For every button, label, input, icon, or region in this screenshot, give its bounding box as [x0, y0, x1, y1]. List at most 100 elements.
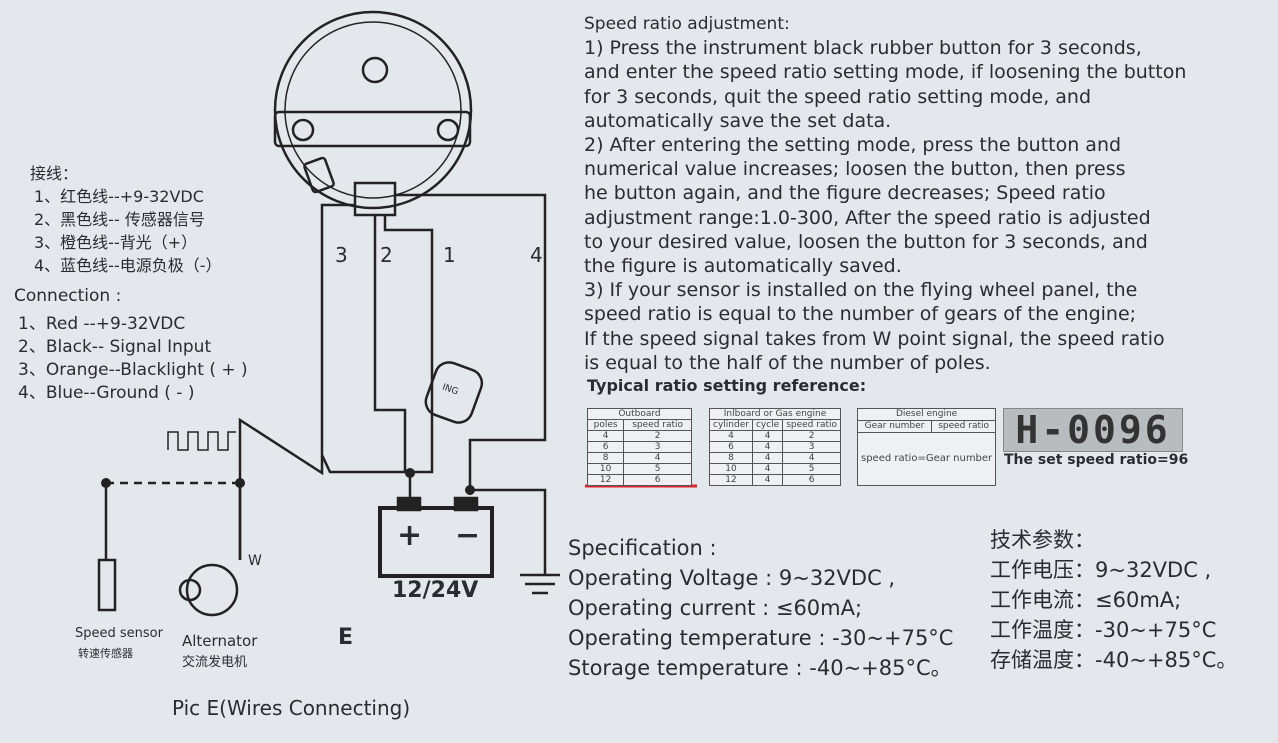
adjustment-title: Speed ratio adjustment:	[584, 14, 790, 34]
spec-en-title: Specification :	[568, 536, 717, 560]
wire-number: 4	[530, 243, 543, 267]
cell: 4	[751, 452, 784, 464]
table-title: Outboard	[587, 408, 692, 420]
adjustment-line: he button again, and the figure decrease…	[584, 182, 1106, 205]
spec-en-item: Operating Voltage : 9~32VDC ,	[568, 566, 896, 590]
battery-minus: −	[455, 518, 481, 553]
connector	[353, 181, 397, 217]
wire-number: 2	[380, 243, 393, 267]
spec-en-item: Storage temperature : -40~+85°C。	[568, 656, 952, 680]
alternator-label-cn: 交流发电机	[182, 655, 248, 670]
wiring-cn-item: 2、黑色线-- 传感器信号	[34, 210, 205, 229]
wiring-en: Connection : 1、Red --+9-32VDC 2、Black-- …	[14, 285, 248, 405]
spec-cn-item: 工作温度：-30~+75°C	[990, 618, 1217, 642]
battery-label: 12/24V	[392, 578, 479, 603]
adjustment-line: adjustment range:1.0-300, After the spee…	[584, 206, 1151, 229]
adjustment-line: speed ratio is equal to the number of ge…	[584, 303, 1137, 326]
speed-sensor-shape	[97, 558, 117, 612]
cell: 12	[709, 474, 753, 486]
gauge-back	[273, 10, 473, 210]
cell: 5	[623, 463, 692, 475]
wiring-cn-item: 1、红色线--+9-32VDC	[34, 187, 204, 206]
cell: 2	[782, 430, 842, 442]
battery	[378, 506, 494, 578]
cell: 4	[586, 430, 625, 442]
cell: 5	[782, 463, 842, 475]
cell: 3	[782, 441, 842, 453]
column-header: cylinder	[709, 419, 753, 431]
adjustment-line: and enter the speed ratio setting mode, …	[584, 61, 1187, 84]
wiring-cn: 接线： 1、红色线--+9-32VDC 2、黑色线-- 传感器信号 3、橙色线-…	[30, 162, 222, 277]
cell: 2	[623, 430, 692, 442]
adjustment-line: is equal to the half of the number of po…	[584, 351, 991, 374]
wiring-cn-title: 接线：	[30, 164, 79, 183]
wiring-en-item: 2、Black-- Signal Input	[18, 337, 212, 357]
wiring-en-item: 3、Orange--Blacklight ( + )	[18, 360, 248, 380]
column-header: speed ratio	[623, 419, 692, 431]
adjustment-line: for 3 seconds, quit the speed ratio sett…	[584, 85, 1092, 108]
table-title: Inlboard or Gas engine	[708, 408, 842, 420]
spec-cn-item: 工作电流：≤60mA;	[990, 588, 1182, 612]
adjustment-line: 1) Press the instrument black rubber but…	[584, 37, 1142, 60]
wire-number: 1	[443, 243, 456, 267]
column-header: poles	[586, 419, 625, 431]
column-header: speed ratio	[931, 419, 997, 433]
cell: 4	[751, 441, 784, 453]
wiring-en-item: 1、Red --+9-32VDC	[18, 314, 186, 334]
spec-cn-item: 工作电压：9~32VDC ,	[990, 558, 1212, 582]
cell: 4	[751, 463, 784, 475]
column-header: speed ratio	[782, 419, 842, 431]
wiring-en-title: Connection :	[14, 286, 122, 306]
wiring-en-item: 4、Blue--Ground ( - )	[18, 383, 195, 403]
sensor-label-cn: 转速传感器	[78, 647, 133, 660]
spec-cn-item: 存储温度：-40~+85°C。	[990, 648, 1238, 672]
cell: 3	[623, 441, 692, 453]
spec-cn: 技术参数： 工作电压：9~32VDC , 工作电流：≤60mA; 工作温度：-3…	[990, 525, 1237, 675]
spec-en-item: Operating current : ≤60mA;	[568, 596, 863, 620]
adjustment-line: 3) If your sensor is installed on the fl…	[584, 279, 1138, 302]
alternator-shape	[185, 563, 239, 617]
adjustment-line: 2) After entering the setting mode, pres…	[584, 134, 1122, 157]
adjustment-instructions: Speed ratio adjustment: 1) Press the ins…	[584, 12, 1186, 375]
cell: 6	[623, 474, 692, 486]
column-header: cycle	[751, 419, 784, 431]
wiring-cn-item: 4、蓝色线--电源负极（-）	[34, 256, 222, 275]
table-title: Diesel engine	[856, 408, 997, 421]
adjustment-line: to your desired value, loosen the button…	[584, 230, 1148, 253]
battery-plus: +	[397, 518, 423, 553]
adjustment-line: If the speed signal takes from W point s…	[584, 327, 1165, 350]
spec-en-item: Operating temperature : -30~+75°C	[568, 626, 954, 650]
cell: 10	[586, 463, 625, 475]
cell: 6	[586, 441, 625, 453]
cell: 4	[782, 452, 842, 464]
cell: 12	[586, 474, 625, 486]
diagram-caption: Pic E(Wires Connecting)	[172, 696, 411, 720]
cell: 4	[709, 430, 753, 442]
cell: 4	[751, 430, 784, 442]
cell: 8	[709, 452, 753, 464]
spec-cn-title: 技术参数：	[990, 528, 1095, 552]
w-label: W	[248, 553, 262, 569]
adjustment-line: automatically save the set data.	[584, 109, 892, 132]
cell: 4	[623, 452, 692, 464]
alternator-label-en: Alternator	[182, 632, 258, 650]
cell: 10	[709, 463, 753, 475]
adjustment-line: the figure is automatically saved.	[584, 255, 902, 278]
spec-en: Specification : Operating Voltage : 9~32…	[568, 533, 953, 683]
lcd-display: H-0096	[1003, 408, 1183, 452]
diesel-formula: speed ratio=Gear number	[856, 431, 997, 487]
diagram-letter: E	[338, 625, 354, 650]
wire-number: 3	[335, 243, 348, 267]
